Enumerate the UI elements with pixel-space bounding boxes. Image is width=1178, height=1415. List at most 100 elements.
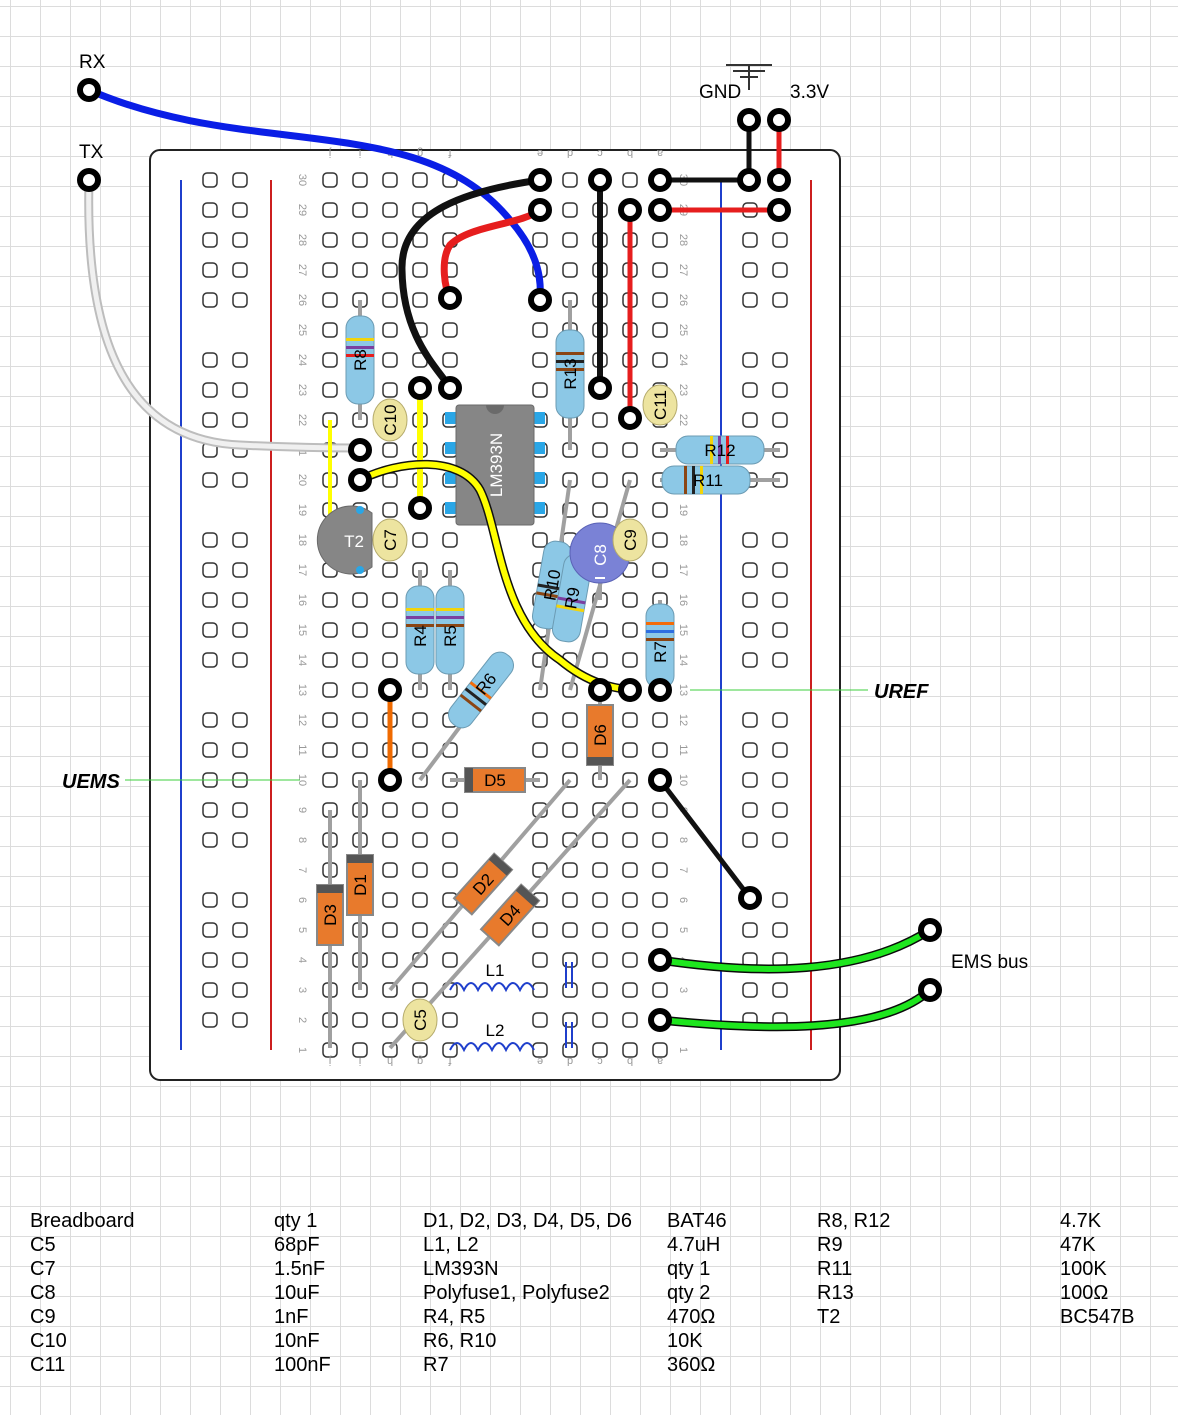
wire-yellow-long [357, 461, 633, 693]
breadboard-body [149, 149, 841, 1081]
column-letter: c [597, 147, 603, 159]
row-number: 22 [296, 414, 308, 426]
row-number: 28 [677, 234, 689, 246]
column-letter: e [537, 1055, 543, 1067]
breadboard-hole [412, 262, 428, 278]
breadboard-hole [412, 232, 428, 248]
breadboard-hole [562, 262, 578, 278]
breadboard-hole [202, 712, 218, 728]
breadboard-hole [202, 982, 218, 998]
breadboard-hole [322, 652, 338, 668]
breadboard-hole [742, 262, 758, 278]
breadboard-hole [382, 232, 398, 248]
column-letter: c [597, 1055, 603, 1067]
breadboard-hole [652, 352, 668, 368]
breadboard-hole [382, 652, 398, 668]
row-number: 12 [677, 714, 689, 726]
breadboard-hole [592, 862, 608, 878]
breadboard-hole [412, 802, 428, 818]
bom-part: D1, D2, D3, D4, D5, D6 [423, 1210, 632, 1232]
label-ems-bus: EMS bus [951, 952, 1028, 973]
breadboard-hole [202, 412, 218, 428]
transistor-t2: T2 [316, 505, 373, 575]
breadboard-hole [412, 832, 428, 848]
bom-part: C5 [30, 1234, 56, 1256]
bom-value: 360Ω [667, 1354, 716, 1376]
resistor-r13: R13 [555, 329, 585, 419]
row-number: 4 [296, 957, 308, 963]
breadboard-hole [352, 202, 368, 218]
column-letter: f [448, 1055, 452, 1067]
resistor-r4: R4 [405, 585, 435, 675]
breadboard-hole [592, 1042, 608, 1058]
breadboard-hole [592, 442, 608, 458]
bom-value: 470Ω [667, 1306, 716, 1328]
breadboard-hole [622, 802, 638, 818]
breadboard-hole [202, 382, 218, 398]
breadboard-hole [622, 442, 638, 458]
breadboard-hole [382, 472, 398, 488]
bom-value: 4.7uH [667, 1234, 721, 1256]
breadboard-hole [652, 292, 668, 308]
breadboard-hole [202, 202, 218, 218]
breadboard-hole [742, 742, 758, 758]
breadboard-hole [232, 232, 248, 248]
bom-part: Polyfuse1, Polyfuse2 [423, 1282, 610, 1304]
row-number: 5 [677, 927, 689, 933]
breadboard-hole [592, 922, 608, 938]
breadboard-hole [382, 292, 398, 308]
breadboard-hole [232, 592, 248, 608]
row-number: 18 [677, 534, 689, 546]
bom-value: qty 1 [274, 1210, 318, 1232]
row-number: 7 [677, 867, 689, 873]
breadboard-hole [652, 502, 668, 518]
breadboard-hole [622, 832, 638, 848]
row-number: 13 [677, 684, 689, 696]
bom-value: 10uF [274, 1282, 320, 1304]
breadboard-hole [772, 712, 788, 728]
svg-text:C10: C10 [381, 404, 400, 435]
breadboard-hole [412, 892, 428, 908]
breadboard-hole [562, 742, 578, 758]
svg-text:D6: D6 [591, 724, 610, 746]
breadboard-hole [352, 172, 368, 188]
bom-part: R4, R5 [423, 1306, 486, 1328]
breadboard-hole [202, 832, 218, 848]
column-letter: b [627, 147, 633, 159]
bom-part: R13 [817, 1282, 854, 1304]
breadboard-hole [202, 742, 218, 758]
breadboard-hole [202, 652, 218, 668]
breadboard-hole [652, 232, 668, 248]
breadboard-hole [742, 232, 758, 248]
breadboard-hole [382, 922, 398, 938]
row-number: 16 [296, 594, 308, 606]
row-number: 29 [296, 204, 308, 216]
row-number: 25 [677, 324, 689, 336]
row-number: 16 [677, 594, 689, 606]
breadboard-hole [412, 862, 428, 878]
breadboard-hole [412, 982, 428, 998]
resistor-r11: R11 [661, 465, 751, 495]
row-number: 30 [296, 174, 308, 186]
breadboard-hole [322, 712, 338, 728]
breadboard-hole [442, 322, 458, 338]
breadboard-hole [442, 1012, 458, 1028]
breadboard-hole [382, 952, 398, 968]
breadboard-hole [382, 592, 398, 608]
bom-value: 100Ω [1060, 1282, 1109, 1304]
breadboard-hole [532, 322, 548, 338]
capacitor-c5: C5 [402, 998, 438, 1042]
breadboard-hole [772, 772, 788, 788]
breadboard-hole [382, 802, 398, 818]
row-number: 26 [677, 294, 689, 306]
row-number: 3 [296, 987, 308, 993]
bom-part: C10 [30, 1330, 67, 1352]
column-letter: i [359, 147, 361, 159]
breadboard-hole [202, 562, 218, 578]
column-letter: h [387, 1055, 393, 1067]
bom-part: C8 [30, 1282, 56, 1304]
breadboard-hole [442, 832, 458, 848]
label-rx: RX [79, 52, 106, 73]
breadboard-hole [322, 172, 338, 188]
row-number: 15 [677, 624, 689, 636]
